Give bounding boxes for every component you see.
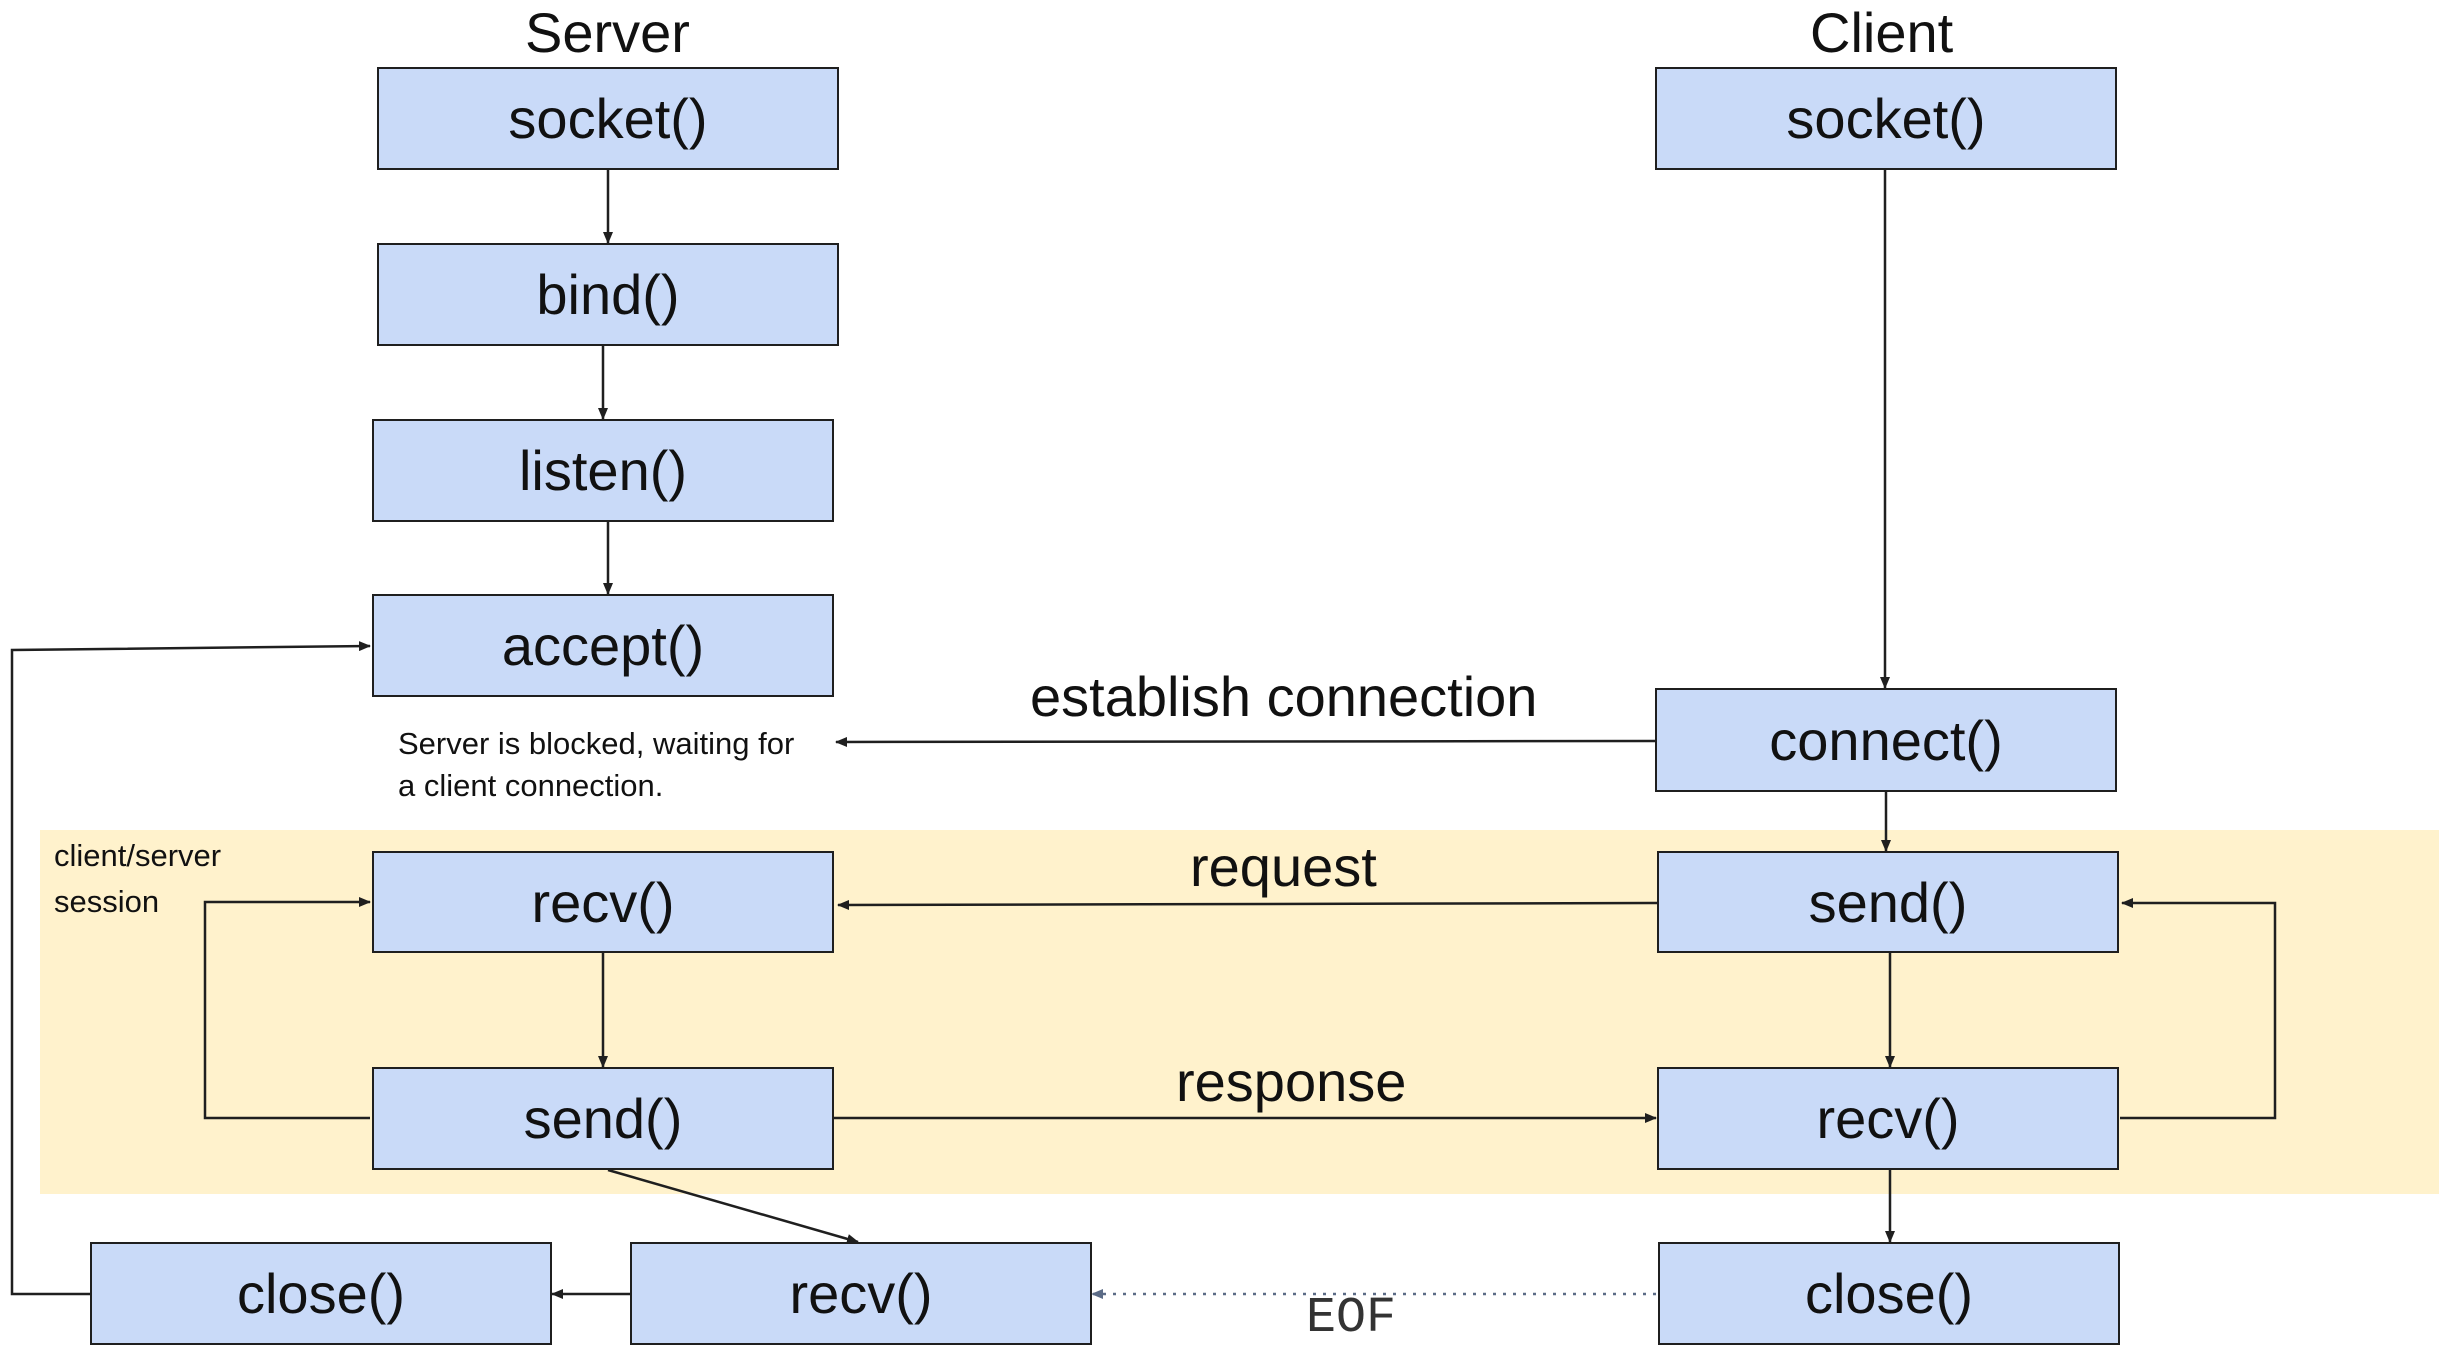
request-label: request [1190,835,1377,898]
blocked-note-line-2: a client connection. [398,768,664,803]
loop-server-send-back-to-recv [203,897,371,1120]
client-close-box: close() [1658,1242,2120,1345]
establish-connection-label: establish connection [1030,665,1538,728]
server-title: Server [525,1,690,64]
arrow-request [837,899,1659,910]
session-label-line-2: session [54,884,160,919]
server-socket-box: socket() [377,67,839,170]
arrow-establish-connection [835,736,1657,747]
blocked-note-line-1: Server is blocked, waiting for [398,726,795,761]
session-label-line-1: client/server [54,838,222,873]
response-label: response [1176,1050,1407,1113]
server-recv-box: recv() [372,851,834,953]
loop-client-recv-back-to-send [2120,898,2277,1120]
server-recv-eof-box: recv() [630,1242,1092,1345]
client-title: Client [1810,1,1954,64]
client-send-box: send() [1657,851,2119,953]
server-accept-box: accept() [372,594,834,697]
loop-close-back-to-accept [10,641,371,1296]
arrow-server-send-to-recv-eof [607,1168,859,1244]
client-socket-box: socket() [1655,67,2117,170]
server-bind-box: bind() [377,243,839,346]
server-listen-box: listen() [372,419,834,522]
client-connect-box: connect() [1655,688,2117,792]
eof-label: EOF [1306,1290,1397,1347]
client-recv-box: recv() [1657,1067,2119,1170]
server-close-box: close() [90,1242,552,1345]
server-send-box: send() [372,1067,834,1170]
